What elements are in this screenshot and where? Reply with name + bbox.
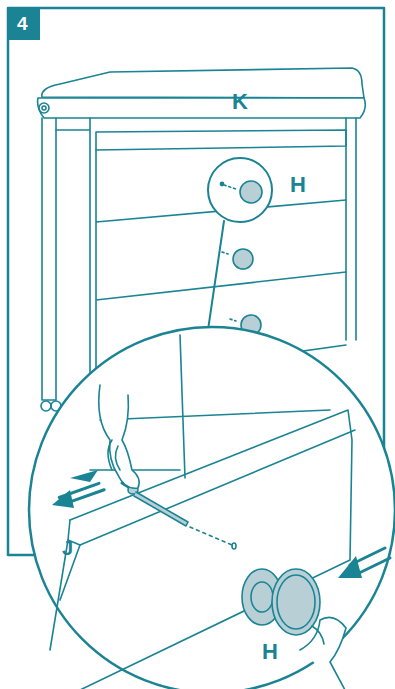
caster-wheel: [41, 401, 51, 411]
screwdriver-shaft: [134, 492, 188, 526]
motion-arrow-head: [52, 490, 74, 508]
top-ornament: [42, 106, 46, 110]
knob: [233, 249, 253, 269]
step-badge: [8, 8, 40, 40]
part-letter: H: [262, 641, 278, 663]
dresser-side: [56, 118, 90, 420]
leader-dash: [190, 527, 232, 545]
dresser-leg: [42, 118, 56, 400]
motion-arrow: [70, 470, 98, 482]
drawer-rim: [96, 130, 346, 150]
part-letter: K: [232, 91, 248, 113]
leader-dash: [224, 185, 236, 189]
hand-finger: [108, 440, 120, 470]
knob: [240, 181, 262, 203]
leader-dash: [222, 252, 236, 321]
screw-hole: [232, 543, 236, 549]
knob-base-inner: [251, 582, 273, 612]
dresser-side: [346, 118, 356, 340]
dresser-top-edge: [38, 98, 366, 118]
hand-finger: [312, 626, 324, 644]
motion-arrow-head: [338, 556, 362, 578]
part-letter: H: [290, 174, 306, 196]
knob-cap: [272, 569, 320, 635]
knob-cap-rim: [277, 575, 315, 629]
hand: [300, 617, 346, 689]
detail-circle: [29, 327, 395, 689]
hole: [220, 182, 223, 185]
part-letter: J: [62, 538, 73, 558]
top-ornament: [39, 103, 49, 113]
zoom-circle: [208, 158, 272, 222]
dresser-top: [42, 68, 364, 98]
zoom-leader: [208, 221, 224, 330]
hand: [99, 385, 139, 488]
step-number: 4: [17, 14, 28, 33]
